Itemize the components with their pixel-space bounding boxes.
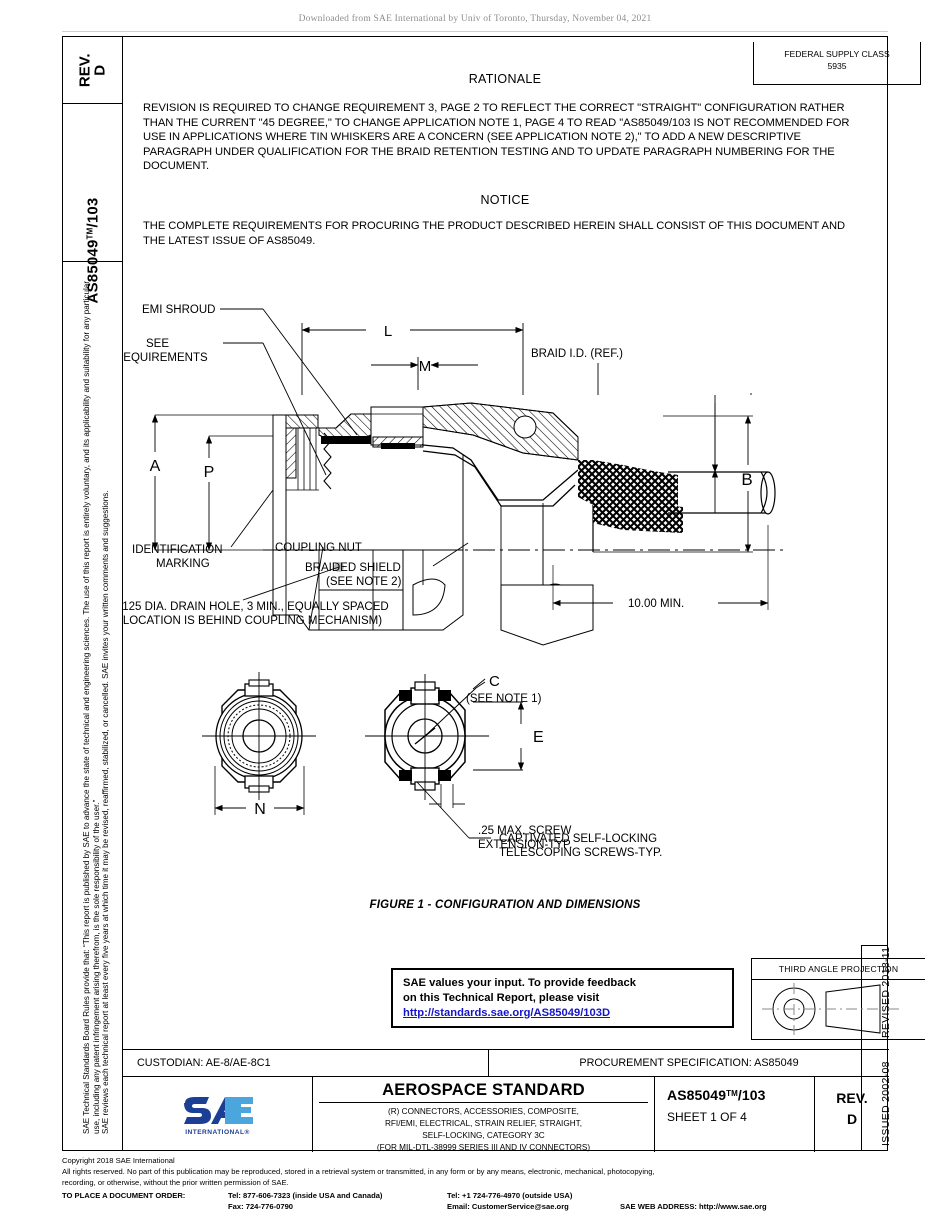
rail-revision-cell: REV. D bbox=[63, 37, 123, 104]
custodian-text: CUSTODIAN: AE-8/AE-8C1 bbox=[123, 1050, 489, 1076]
notice-heading: NOTICE bbox=[480, 193, 530, 207]
rail-rev-value: D bbox=[91, 65, 109, 76]
title-divider bbox=[319, 1102, 648, 1104]
label-captivated-1: CAPTIVATED SELF-LOCKING bbox=[499, 833, 657, 845]
dim-label-A-txt: A bbox=[150, 458, 161, 475]
notice-body: THE COMPLETE REQUIREMENTS FOR PROCURING … bbox=[143, 220, 846, 247]
label-see-note-1: (SEE NOTE 1) bbox=[466, 693, 542, 705]
label-braid-id: BRAID I.D. (REF.) bbox=[531, 348, 623, 360]
dim-label-N: N bbox=[254, 801, 266, 818]
footer: Copyright 2018 SAE International All rig… bbox=[62, 1156, 892, 1219]
label-see-requirements-2: REQUIREMENTS bbox=[123, 352, 208, 364]
footer-order-label: TO PLACE A DOCUMENT ORDER: bbox=[62, 1191, 186, 1201]
technical-drawing: L M A A P B bbox=[123, 285, 889, 945]
tb-doc-main: AS85049 bbox=[667, 1087, 727, 1103]
footer-tel-outside: Tel: +1 724-776-4970 (outside USA) bbox=[447, 1191, 573, 1201]
tb-rev-label: REV. bbox=[836, 1090, 868, 1106]
sae-logo-cell: INTERNATIONAL® bbox=[123, 1077, 313, 1152]
figure-caption: FIGURE 1 - CONFIGURATION AND DIMENSIONS bbox=[369, 899, 641, 911]
main-content: FEDERAL SUPPLY CLASS 5935 RATIONALE REVI… bbox=[123, 37, 925, 1152]
label-captivated-2: TELESCOPING SCREWS-TYP. bbox=[499, 847, 662, 859]
legal-text-secondary: SAE reviews each technical report at lea… bbox=[101, 490, 110, 1134]
rail-document-number-cell: AS85049TM/103 bbox=[63, 104, 123, 303]
footer-web: SAE WEB ADDRESS: http://www.sae.org bbox=[620, 1202, 767, 1212]
label-drain-hole-2: (LOCATION IS BEHIND COUPLING MECHANISM) bbox=[123, 615, 382, 627]
dim-label-P: P bbox=[204, 464, 215, 481]
label-screw-ext-2: EXTENSION-TYP. bbox=[478, 839, 572, 851]
rail-legal-cell: SAE Technical Standards Board Rules prov… bbox=[63, 262, 123, 1150]
dim-label-B: B bbox=[741, 470, 752, 489]
federal-supply-class-box: FEDERAL SUPPLY CLASS 5935 bbox=[753, 42, 921, 85]
procurement-spec-text: PROCUREMENT SPECIFICATION: AS85049 bbox=[579, 1057, 799, 1069]
subtitle-line-1: (R) CONNECTORS, ACCESSORIES, COMPOSITE, bbox=[388, 1107, 579, 1117]
custodian-strip: CUSTODIAN: AE-8/AE-8C1 PROCUREMENT SPECI… bbox=[123, 1049, 889, 1077]
figure-1-svg: L M A A P B bbox=[123, 304, 783, 859]
third-angle-symbol bbox=[762, 983, 902, 1035]
subtitle-line-2: RFI/EMI, ELECTRICAL, STRAIN RELIEF, STRA… bbox=[385, 1119, 582, 1129]
tb-rev-value: D bbox=[846, 1111, 858, 1127]
fsc-value: 5935 bbox=[827, 61, 847, 72]
dim-label-M: M bbox=[419, 358, 432, 375]
footer-tel-inside: Tel: 877-606-7323 (inside USA and Canada… bbox=[228, 1191, 383, 1201]
rail-doc-suffix: /103 bbox=[84, 197, 102, 228]
label-10-min: 10.00 MIN. bbox=[628, 598, 684, 610]
fsc-label: FEDERAL SUPPLY CLASS bbox=[784, 49, 890, 59]
subtitle-line-4: (FOR MIL-DTL-38999 SERIES III AND IV CON… bbox=[376, 1143, 591, 1153]
label-identification-2: MARKING bbox=[156, 558, 210, 570]
label-identification-1: IDENTIFICATION bbox=[132, 544, 223, 556]
right-rail: ISSUED 2002-08 REVISED 2018-11 bbox=[861, 945, 892, 1150]
label-braided-shield-2: (SEE NOTE 2) bbox=[326, 576, 402, 588]
footer-email: Email: CustomerService@sae.org bbox=[447, 1202, 569, 1212]
feedback-box: SAE values your input. To provide feedba… bbox=[391, 968, 734, 1028]
third-angle-title: THIRD ANGLE PROJECTION bbox=[752, 959, 925, 980]
feedback-line-2: on this Technical Report, please visit bbox=[403, 991, 600, 1004]
footer-rights-2: recording, or otherwise, without the pri… bbox=[62, 1177, 289, 1187]
label-see-requirements-1: SEE bbox=[146, 338, 169, 350]
feedback-line-1: SAE values your input. To provide feedba… bbox=[403, 977, 636, 989]
tb-doc-tm: TM bbox=[726, 1089, 738, 1098]
page-frame: REV. D AS85049TM/103 SAE Technical Stand… bbox=[62, 36, 925, 1152]
dim-label-L: L bbox=[384, 323, 392, 340]
download-banner: Downloaded from SAE International by Uni… bbox=[298, 14, 652, 24]
revision-cell: REV. D bbox=[815, 1077, 889, 1152]
standard-title: AEROSPACE STANDARD bbox=[382, 1081, 585, 1099]
dim-label-C: C bbox=[489, 673, 500, 690]
footer-copyright: Copyright 2018 SAE International bbox=[62, 1156, 175, 1165]
rail-rev-label: REV. bbox=[76, 53, 94, 88]
standard-title-cell: AEROSPACE STANDARD (R) CONNECTORS, ACCES… bbox=[313, 1077, 655, 1152]
rationale-body: REVISION IS REQUIRED TO CHANGE REQUIREME… bbox=[143, 102, 850, 173]
label-emi-shroud: EMI SHROUD bbox=[142, 304, 215, 316]
footer-rights-1: All rights reserved. No part of this pub… bbox=[62, 1166, 655, 1176]
footer-fax: Fax: 724-776-0790 bbox=[228, 1202, 294, 1212]
label-braided-shield-1: BRAIDED SHIELD bbox=[305, 562, 401, 574]
tb-doc-suffix: /103 bbox=[737, 1087, 766, 1103]
dim-label-E: E bbox=[533, 729, 544, 746]
rationale-heading: RATIONALE bbox=[468, 72, 542, 86]
third-angle-projection-box: THIRD ANGLE PROJECTION bbox=[751, 958, 925, 1040]
feedback-link[interactable]: http://standards.sae.org/AS85049/103D bbox=[403, 1006, 611, 1019]
banner-divider bbox=[62, 31, 888, 32]
title-block: INTERNATIONAL® AEROSPACE STANDARD (R) CO… bbox=[123, 1077, 889, 1152]
sheet-number: SHEET 1 OF 4 bbox=[667, 1110, 747, 1124]
subtitle-line-3: SELF-LOCKING, CATEGORY 3C bbox=[422, 1131, 545, 1141]
left-rail: REV. D AS85049TM/103 SAE Technical Stand… bbox=[63, 37, 123, 1150]
sae-logo-icon bbox=[181, 1094, 255, 1126]
sae-logo-subtext: INTERNATIONAL® bbox=[185, 1128, 250, 1136]
label-coupling-nut: COUPLING NUT bbox=[275, 542, 362, 554]
label-drain-hole-1: .125 DIA. DRAIN HOLE, 3 MIN., EQUALLY SP… bbox=[123, 601, 389, 613]
rail-doc-tm: TM bbox=[85, 227, 95, 239]
legal-text-primary: SAE Technical Standards Board Rules prov… bbox=[82, 280, 102, 1134]
document-number-cell: AS85049TM/103 SHEET 1 OF 4 bbox=[655, 1077, 815, 1152]
label-screw-ext-1: .25 MAX. SCREW bbox=[478, 825, 571, 837]
